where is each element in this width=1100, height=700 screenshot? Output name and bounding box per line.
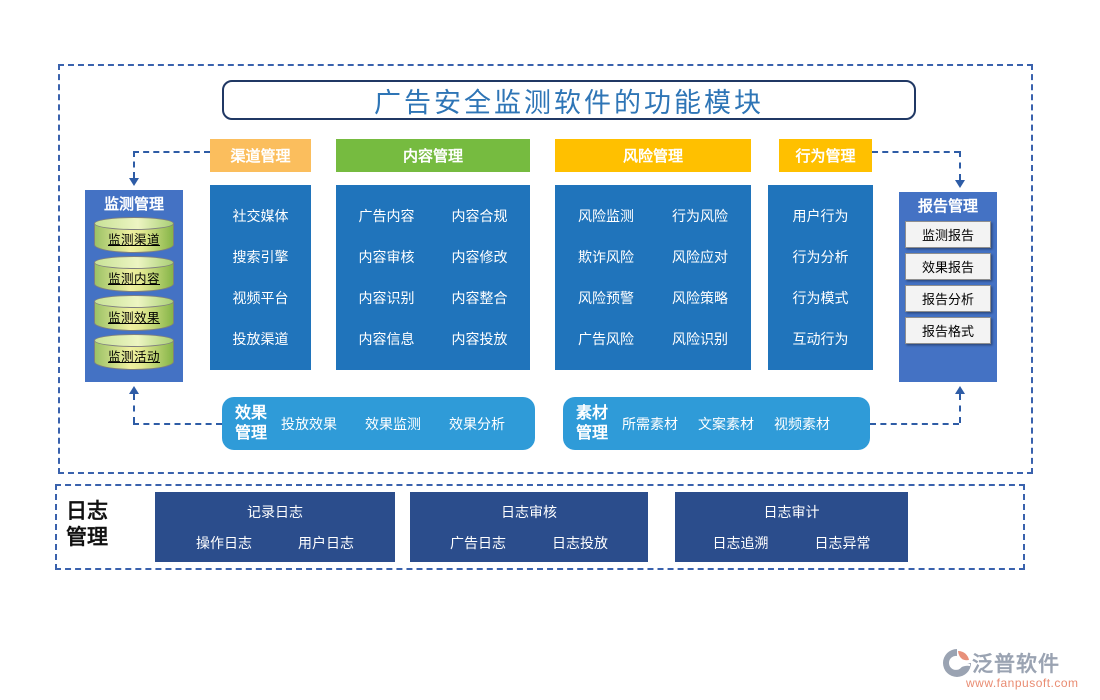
cylinder-top: [94, 256, 174, 269]
log-item: 日志追溯: [712, 535, 769, 551]
report-item: 监测报告: [905, 221, 991, 248]
content-item: 内容投放: [451, 331, 508, 348]
risk-item: 欺诈风险: [578, 248, 634, 265]
fanpu-logo-icon: [943, 649, 971, 677]
monitoring-item: 监测内容: [107, 272, 160, 286]
connector-line: [870, 423, 959, 425]
header-risk-management: 风险管理: [555, 139, 751, 172]
content-item: 广告内容: [358, 207, 415, 224]
effect-item: 效果分析: [449, 415, 505, 432]
monitoring-item: 监测活动: [107, 350, 160, 364]
log-group-items: 广告日志 日志投放: [410, 533, 648, 553]
cylinder-top: [94, 295, 174, 308]
panel-report-management: 报告管理 监测报告 效果报告 报告分析 报告格式: [899, 192, 997, 382]
connector-line: [872, 151, 960, 153]
diagram-title: 广告安全监测软件的功能模块: [222, 80, 916, 120]
log-group-record: 记录日志 操作日志 用户日志: [155, 492, 395, 562]
connector-line: [133, 151, 210, 153]
content-item: 内容识别: [358, 290, 415, 307]
behavior-item: 行为模式: [792, 290, 849, 307]
log-item: 日志投放: [552, 535, 608, 551]
bar-material-management: 素材管理 所需素材 文案素材 视频素材: [563, 397, 870, 450]
vendor-logo: 泛普软件 www.fanpusoft.com: [942, 648, 1094, 690]
connector-line: [133, 151, 135, 178]
effect-item: 投放效果: [281, 415, 337, 432]
database-cylinder: 监测内容: [94, 256, 174, 292]
content-item: 内容审核: [358, 248, 415, 265]
log-group-items: 日志追溯 日志异常: [675, 533, 908, 553]
database-cylinder: 监测渠道: [94, 217, 174, 253]
report-item: 报告格式: [905, 317, 991, 344]
behavior-item: 互动行为: [792, 331, 849, 348]
log-item: 操作日志: [196, 535, 252, 551]
material-item: 视频素材: [774, 415, 830, 432]
arrow-down-icon: [129, 178, 139, 186]
column-risk-items: 风险监测 行为风险 欺诈风险 风险应对 风险预警 风险策略 广告风险 风险识别: [555, 185, 751, 370]
log-group-audit: 日志审计 日志追溯 日志异常: [675, 492, 908, 562]
arrow-down-icon: [955, 180, 965, 188]
content-item: 内容合规: [451, 207, 508, 224]
header-content-management: 内容管理: [336, 139, 530, 172]
log-item: 日志异常: [814, 535, 871, 551]
effect-item: 效果监测: [365, 415, 421, 432]
behavior-item: 行为分析: [792, 248, 849, 265]
monitoring-item: 监测效果: [107, 311, 160, 325]
behavior-item: 用户行为: [792, 207, 849, 224]
database-cylinder: 监测活动: [94, 334, 174, 370]
column-content-items: 广告内容 内容合规 内容审核 内容修改 内容识别 内容整合 内容信息 内容投放: [336, 185, 530, 370]
arrow-up-icon: [955, 386, 965, 394]
connector-line: [959, 151, 961, 180]
log-group-title: 日志审计: [763, 504, 820, 520]
brand-url: www.fanpusoft.com: [966, 676, 1079, 690]
brand-name: 泛普软件: [972, 652, 1060, 676]
log-item: 用户日志: [298, 535, 354, 551]
content-item: 内容修改: [451, 248, 508, 265]
main-dashed-frame: [58, 64, 1033, 474]
material-item: 文案素材: [698, 415, 754, 432]
monitoring-panel-title: 监测管理: [103, 196, 164, 213]
risk-item: 风险监测: [578, 207, 634, 224]
connector-line: [959, 394, 961, 423]
report-item: 效果报告: [905, 253, 991, 280]
material-bar-items: 所需素材 文案素材 视频素材: [622, 414, 830, 434]
connector-line: [133, 394, 135, 423]
risk-item: 风险识别: [672, 331, 728, 348]
monitoring-item: 监测渠道: [107, 233, 160, 247]
effect-bar-label: 效果管理: [235, 405, 268, 442]
material-item: 所需素材: [622, 415, 678, 432]
cylinder-top: [94, 334, 174, 347]
risk-item: 行为风险: [672, 207, 728, 224]
log-section-label: 日志管理: [66, 499, 108, 550]
risk-item: 风险策略: [672, 290, 728, 307]
channel-item: 投放渠道: [232, 331, 289, 348]
content-item: 内容信息: [358, 331, 415, 348]
database-cylinder: 监测效果: [94, 295, 174, 331]
content-item: 内容整合: [451, 290, 508, 307]
arrow-up-icon: [129, 386, 139, 394]
column-behavior-items: 用户行为 行为分析 行为模式 互动行为: [768, 185, 873, 370]
bar-effect-management: 效果管理 投放效果 效果监测 效果分析: [222, 397, 535, 450]
header-behavior-management: 行为管理: [779, 139, 872, 172]
log-group-title: 记录日志: [247, 504, 303, 520]
risk-item: 风险预警: [578, 290, 634, 307]
log-dashed-frame: [55, 484, 1025, 570]
header-channel-management: 渠道管理: [210, 139, 311, 172]
risk-item: 风险应对: [672, 248, 728, 265]
risk-item: 广告风险: [578, 331, 634, 348]
effect-bar-items: 投放效果 效果监测 效果分析: [281, 414, 505, 434]
channel-item: 搜索引擎: [232, 248, 289, 265]
channel-item: 社交媒体: [232, 207, 289, 224]
log-group-review: 日志审核 广告日志 日志投放: [410, 492, 648, 562]
connector-line: [133, 423, 222, 425]
log-group-items: 操作日志 用户日志: [155, 533, 395, 553]
report-panel-title: 报告管理: [917, 198, 978, 215]
material-bar-label: 素材管理: [576, 405, 609, 442]
cylinder-top: [94, 217, 174, 230]
panel-monitoring-management: 监测管理 监测渠道 监测内容 监测效果 监测活动: [85, 190, 183, 382]
column-channel-items: 社交媒体 搜索引擎 视频平台 投放渠道: [210, 185, 311, 370]
report-item: 报告分析: [905, 285, 991, 312]
log-group-title: 日志审核: [501, 504, 557, 520]
log-item: 广告日志: [450, 535, 506, 551]
channel-item: 视频平台: [232, 290, 289, 307]
